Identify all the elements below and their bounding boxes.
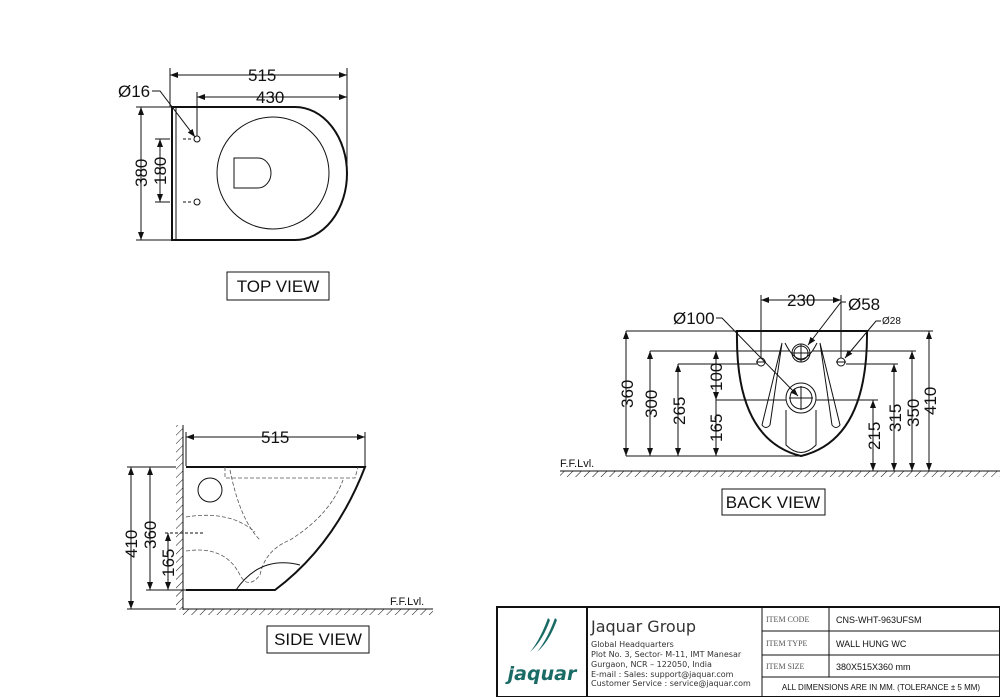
side-view-label-box	[266, 625, 370, 654]
dim-h265: 265	[670, 397, 689, 425]
dim-height-body: 360	[141, 521, 160, 549]
top-view-label: TOP VIEW	[237, 277, 320, 296]
bolt-hole	[836, 357, 846, 367]
dim-length: 515	[248, 66, 276, 85]
dim-h315: 315	[886, 404, 905, 432]
tolerance-note: ALL DIMENSIONS ARE IN MM. (TOLERANCE ± 5…	[782, 683, 981, 692]
inlet-hole	[791, 343, 811, 363]
item-type-value: WALL HUNG WC	[836, 639, 907, 649]
bowl-back-outline	[735, 330, 869, 458]
dim-h215: 215	[865, 422, 884, 450]
item-size-label: ITEM SIZE	[766, 662, 805, 671]
outlet-hole	[785, 382, 817, 414]
dim-hole-distance: 430	[256, 88, 284, 107]
inlet-circle	[197, 477, 223, 503]
address-line: Gurgaon, NCR – 122050, India	[591, 660, 712, 669]
jaquar-logo: jaquar	[505, 618, 578, 685]
dim-length: 515	[261, 428, 289, 447]
dim-h360: 360	[618, 380, 637, 408]
dim-h165: 165	[707, 414, 726, 442]
dim-outlet: 165	[159, 549, 178, 577]
dim-bolt-spacing: 230	[787, 291, 815, 310]
dim-inlet-dia: Ø58	[848, 295, 880, 314]
dim-h410: 410	[921, 387, 940, 415]
seat-opening	[216, 116, 330, 230]
back-view: F.F.Lvl. 230 Ø58 Ø28 Ø100 360 300 265 10…	[560, 291, 1000, 516]
address-line: Plot No. 3, Sector- M-11, IMT Manesar	[591, 650, 742, 659]
floor-level-label: F.F.Lvl.	[390, 596, 424, 608]
dim-height-total: 410	[122, 530, 141, 558]
item-type-label: ITEM TYPE	[766, 639, 808, 648]
dim-h100: 100	[707, 363, 726, 391]
item-code-value: CNS-WHT-963UFSM	[836, 615, 922, 625]
dim-h300: 300	[642, 390, 661, 418]
dim-hole-dia: Ø16	[118, 82, 150, 101]
company-name: Jaquar Group	[590, 617, 696, 636]
drain-opening	[233, 157, 272, 189]
dim-width: 380	[132, 159, 151, 187]
item-size-value: 380X515X360 mm	[836, 662, 911, 672]
dim-outlet-dia: Ø100	[673, 309, 715, 328]
side-view: F.F.Lvl. 515 410 360 165 SIDE VIEW	[122, 425, 433, 654]
item-code-label: ITEM CODE	[766, 615, 809, 624]
top-view: 515 430 Ø16 380 180 TOP VIEW	[118, 66, 348, 301]
top-view-label-box	[226, 271, 330, 301]
back-view-label-box	[721, 488, 826, 516]
logo-text: jaquar	[505, 663, 578, 685]
dim-bolt-dia: Ø28	[882, 316, 901, 327]
dim-hole-spacing: 180	[151, 157, 170, 185]
side-view-label: SIDE VIEW	[274, 630, 362, 649]
bowl-profile	[186, 466, 367, 591]
email-service: Customer Service : service@jaquar.com	[591, 679, 751, 688]
back-view-label: BACK VIEW	[726, 493, 820, 512]
floor-level-label: F.F.Lvl.	[560, 458, 594, 470]
address-line: Global Headquarters	[591, 640, 674, 649]
email-sales: E-mail : Sales: support@jaquar.com	[591, 670, 734, 679]
dim-h350: 350	[904, 399, 923, 427]
title-block: jaquar Jaquar Group Global Headquarters …	[496, 606, 1000, 697]
fixing-hole	[193, 198, 201, 206]
bowl-outline	[171, 106, 348, 241]
